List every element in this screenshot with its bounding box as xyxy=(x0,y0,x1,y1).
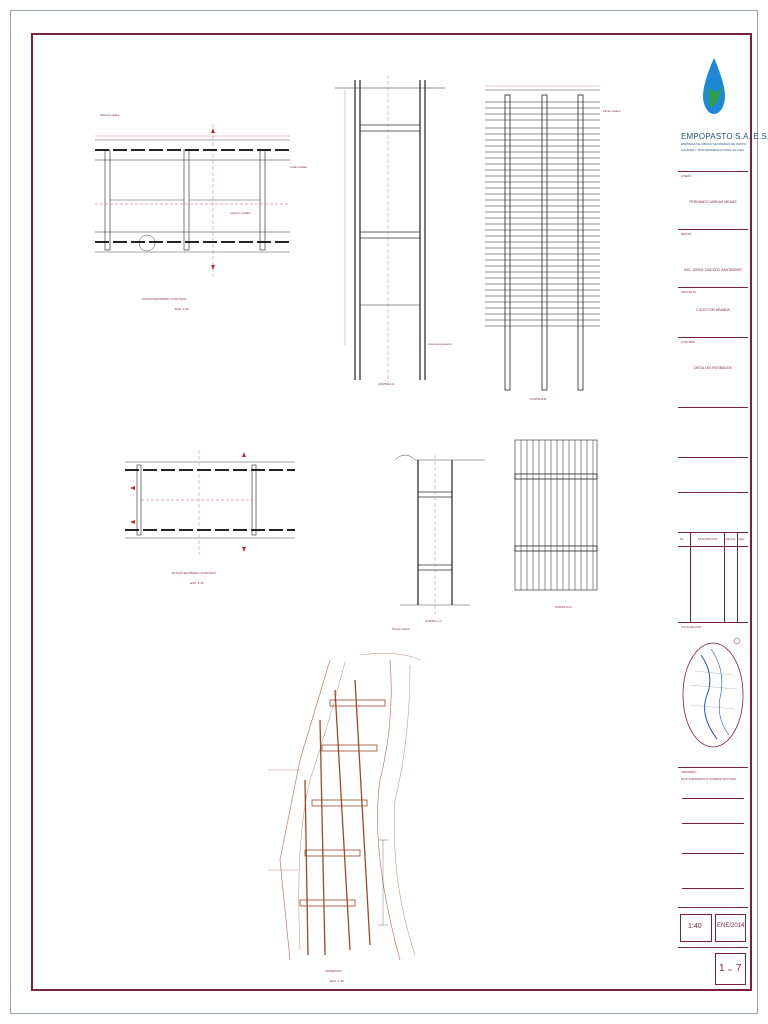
label-codal-top: Codal metalico xyxy=(290,165,308,169)
project-label: PROYECTO xyxy=(681,291,697,294)
title-block-approval: APROBADO JEFE SUBGERENCIA INFRAESTRUCTUR… xyxy=(678,767,748,907)
sheets-total: 7 xyxy=(736,963,742,974)
sheet-number: 1 xyxy=(719,963,725,974)
revision-col-desc: DESCRIPCION xyxy=(698,538,718,541)
approved-name: JEFE SUBGERENCIA INFRAESTRUCTURA xyxy=(681,778,737,781)
isometric-view xyxy=(268,653,421,961)
water-drop-logo-icon xyxy=(703,58,725,114)
title-block-content: CONTIENE DETALLES ENTIBADOS xyxy=(678,337,748,407)
designer-label: DISEÑÓ xyxy=(681,175,692,178)
title-block-sheet: 1 DE 7 xyxy=(678,947,748,990)
date-value: ENE/2014 xyxy=(717,923,745,929)
label-parral-b: Parral metalico xyxy=(603,109,621,113)
title-block: EMPOPASTO S.A. E.S.P. EMPRESA DE OBRAS S… xyxy=(678,40,768,990)
content-label: CONTIENE xyxy=(681,341,696,344)
caption-plan-mid-left: PLANTA ENTIBADO CONTINUO xyxy=(172,571,217,575)
caption-section-d: CORTE D-D xyxy=(555,605,572,609)
caption-section-a: CORTE A-A xyxy=(378,382,394,386)
drawing-area: Tabla de madera Codal metalico Larguero … xyxy=(95,75,621,983)
sheet-inner-border xyxy=(31,33,752,991)
title-block-scale-date: 1:40 ENE/2014 xyxy=(678,907,748,947)
scale-plan-top-left: ESC: 1:40 xyxy=(175,307,189,311)
company-name: EMPOPASTO S.A. E.S.P. xyxy=(681,132,768,141)
title-block-blank-2 xyxy=(678,457,748,492)
label-terreno-c: Terreno natural xyxy=(392,627,410,631)
title-block-designer: DISEÑÓ FERNANDO VARGAS MEJIAS xyxy=(678,171,748,229)
scale-isometric: ESC: 1:40 xyxy=(330,979,344,983)
label-larguero-top: Larguero metalico xyxy=(230,211,251,215)
title-block-blank-3 xyxy=(678,492,748,532)
elevation-top-right xyxy=(485,85,600,391)
revision-col-date: FECHA xyxy=(726,538,736,541)
plan-top-left xyxy=(95,124,290,276)
revision-col-no: No xyxy=(680,538,684,541)
title-block-location: LOCALIZACION xyxy=(678,622,748,752)
revision-table: No DESCRIPCION FECHA REV xyxy=(678,532,748,623)
plan-mid-left xyxy=(125,450,295,555)
scale-plan-mid-left: ESC: 1:40 xyxy=(190,581,204,585)
content-name: DETALLES ENTIBADOS xyxy=(694,366,732,370)
label-fondo-a: Linea de excavacion xyxy=(428,342,452,346)
title-block-reviewer: REVISÓ ING. JORGE CAICEDO SANTANDER xyxy=(678,229,748,287)
company-subtitle-2: CALIDAD Y TRANSPARENCIA PARA SU VIDA xyxy=(681,148,745,152)
reviewer-name: ING. JORGE CAICEDO SANTANDER xyxy=(684,268,742,272)
caption-isometric: ISOMETRIA xyxy=(325,969,342,973)
section-a xyxy=(335,75,445,385)
title-block-blank-1 xyxy=(678,407,748,457)
location-label: LOCALIZACION xyxy=(681,626,702,629)
revision-col-rev: REV xyxy=(739,538,745,541)
reviewer-label: REVISÓ xyxy=(681,233,692,236)
project-name: COLECTOR ARANDA xyxy=(696,308,730,312)
title-block-logo: EMPOPASTO S.A. E.S.P. EMPRESA DE OBRAS S… xyxy=(678,40,768,160)
section-c xyxy=(394,454,485,615)
revision-table-header: No DESCRIPCION FECHA REV xyxy=(678,533,748,547)
caption-plan-top-left: PLANTA ENTIBADO CONTINUO xyxy=(142,297,187,301)
elevation-mid-right xyxy=(514,439,598,591)
title-block-project: PROYECTO COLECTOR ARANDA xyxy=(678,287,748,337)
company-subtitle-1: EMPRESA DE OBRAS SANITARIAS DE PASTO xyxy=(681,142,747,146)
caption-section-c: CORTE C-C xyxy=(425,619,442,623)
scale-value: 1:40 xyxy=(688,923,702,930)
location-map xyxy=(682,637,744,748)
approved-label: APROBADO xyxy=(681,771,697,774)
caption-section-b: CORTE B-B xyxy=(530,397,546,401)
label-tabla-top: Tabla de madera xyxy=(100,113,120,117)
designer-name: FERNANDO VARGAS MEJIAS xyxy=(689,200,737,204)
sheet-outer-border xyxy=(10,10,758,1014)
sheet-of-label: DE xyxy=(728,969,732,972)
